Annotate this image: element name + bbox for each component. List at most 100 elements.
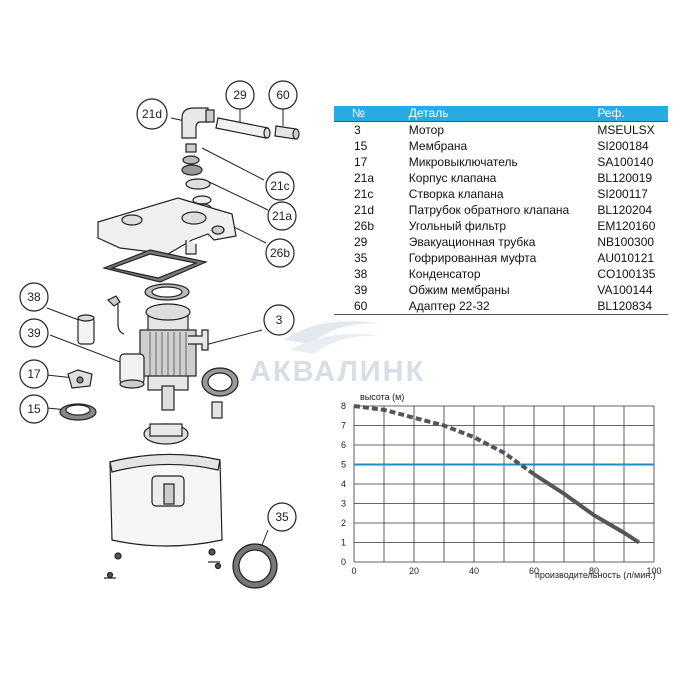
svg-text:60: 60 bbox=[276, 88, 290, 102]
row-name: Гофрированная муфта bbox=[408, 251, 537, 265]
callouts: 21d 29 60 21c 21a 26b 38 39 17 15 3 35 bbox=[19, 80, 298, 532]
part-17-microswitch bbox=[67, 369, 93, 389]
callout-21a: 21a bbox=[267, 201, 297, 231]
chart-y-tick-label: 5 bbox=[341, 460, 346, 470]
chart-y-tick-label: 1 bbox=[341, 538, 346, 548]
chart-grid bbox=[353, 405, 655, 563]
part-21c-flap bbox=[182, 143, 200, 165]
row-num: 38 bbox=[354, 267, 368, 281]
row-ref: BL120204 bbox=[597, 203, 653, 217]
part-3-ring bbox=[201, 367, 239, 397]
row-ref: AU010121 bbox=[597, 251, 655, 265]
chart-series bbox=[353, 404, 641, 545]
header-num: № bbox=[334, 106, 409, 122]
row-ref: SI200117 bbox=[597, 187, 648, 201]
row-num: 21d bbox=[354, 203, 375, 217]
chart-y-tick-label: 8 bbox=[341, 401, 346, 411]
header-ref: Реф. bbox=[597, 106, 668, 122]
svg-text:15: 15 bbox=[27, 402, 41, 416]
svg-text:35: 35 bbox=[275, 510, 289, 524]
row-num: 60 bbox=[334, 298, 409, 315]
callout-35: 35 bbox=[267, 502, 297, 532]
row-name: Мотор bbox=[408, 121, 598, 138]
chart-y-axis-label: высота (м) bbox=[360, 392, 404, 402]
callout-21d: 21d bbox=[136, 98, 168, 130]
row-name: Обжим мембраны bbox=[408, 283, 510, 297]
row-name: Угольный фильтр bbox=[408, 219, 506, 233]
callout-17: 17 bbox=[19, 359, 49, 389]
svg-text:17: 17 bbox=[27, 367, 41, 381]
chart-y-tick-label: 4 bbox=[341, 479, 346, 489]
row-name: Адаптер 22-32 bbox=[408, 298, 598, 315]
chart-y-tick-label: 6 bbox=[341, 440, 346, 450]
row-name: Конденсатор bbox=[408, 267, 481, 281]
table-row: 29 Эвакуационная трубка NB100300 bbox=[334, 234, 668, 250]
part-21a-valve-body bbox=[181, 164, 211, 190]
row-name: Эвакуационная трубка bbox=[408, 235, 536, 249]
callout-29: 29 bbox=[225, 80, 255, 110]
chart-x-tick-label: 80 bbox=[589, 566, 599, 576]
row-num: 29 bbox=[354, 235, 368, 249]
chart-y-tick-label: 7 bbox=[341, 421, 346, 431]
row-num: 35 bbox=[354, 251, 368, 265]
table-row: 21d Патрубок обратного клапана BL120204 bbox=[334, 202, 668, 218]
svg-text:29: 29 bbox=[233, 88, 247, 102]
part-38-capacitor bbox=[77, 314, 95, 345]
row-ref: CO100135 bbox=[597, 267, 656, 281]
row-num: 26b bbox=[354, 219, 375, 233]
chart-x-axis-label: производительность (л/мин.) bbox=[535, 570, 656, 580]
chart-x-tick-label: 40 bbox=[469, 566, 479, 576]
svg-text:21a: 21a bbox=[272, 209, 292, 223]
part-top-cover bbox=[97, 197, 237, 255]
table-row: 38 Конденсатор CO100135 bbox=[334, 266, 668, 282]
row-name: Мембрана bbox=[408, 139, 468, 153]
svg-text:39: 39 bbox=[27, 326, 41, 340]
part-15-membrane bbox=[59, 403, 97, 421]
row-num: 15 bbox=[354, 139, 368, 153]
row-num: 17 bbox=[354, 155, 368, 169]
row-ref: SA100140 bbox=[597, 155, 654, 169]
row-name: Корпус клапана bbox=[408, 171, 497, 185]
part-feet bbox=[104, 548, 222, 579]
header-name: Деталь bbox=[408, 106, 598, 122]
row-num: 3 bbox=[334, 121, 409, 138]
part-tank bbox=[109, 453, 223, 547]
chart-x-tick-label: 60 bbox=[529, 566, 539, 576]
svg-text:3: 3 bbox=[276, 313, 283, 327]
callout-15: 15 bbox=[19, 394, 49, 424]
callout-21c: 21c bbox=[265, 171, 295, 201]
callout-60: 60 bbox=[268, 80, 298, 110]
row-ref: SI200184 bbox=[597, 139, 649, 153]
callout-38: 38 bbox=[19, 282, 49, 312]
chart-x-tick-label: 100 bbox=[646, 566, 661, 576]
part-3-motor bbox=[119, 303, 209, 411]
row-name: Патрубок обратного клапана bbox=[408, 203, 570, 217]
chart-series-line-solid bbox=[532, 472, 641, 545]
row-ref: NB100300 bbox=[597, 235, 655, 249]
svg-text:21d: 21d bbox=[142, 107, 162, 121]
callout-26b: 26b bbox=[265, 238, 295, 268]
row-ref: MSEULSX bbox=[597, 121, 668, 138]
part-switch-bracket bbox=[106, 295, 125, 335]
svg-text:21c: 21c bbox=[270, 179, 289, 193]
watermark-text: АКВАЛИНК bbox=[250, 356, 426, 388]
callout-39: 39 bbox=[19, 318, 49, 348]
chart-y-tick-label: 2 bbox=[341, 518, 346, 528]
part-21d-elbow bbox=[181, 107, 215, 139]
chart-x-tick-label: 20 bbox=[409, 566, 419, 576]
svg-text:38: 38 bbox=[27, 290, 41, 304]
row-num: 21a bbox=[354, 171, 375, 185]
exploded-diagram: 21d 29 60 21c 21a 26b 38 39 17 15 3 35 bbox=[19, 80, 300, 589]
callout-3: 3 bbox=[263, 304, 295, 336]
part-gasket bbox=[102, 249, 208, 283]
row-name: Створка клапана bbox=[408, 187, 504, 201]
